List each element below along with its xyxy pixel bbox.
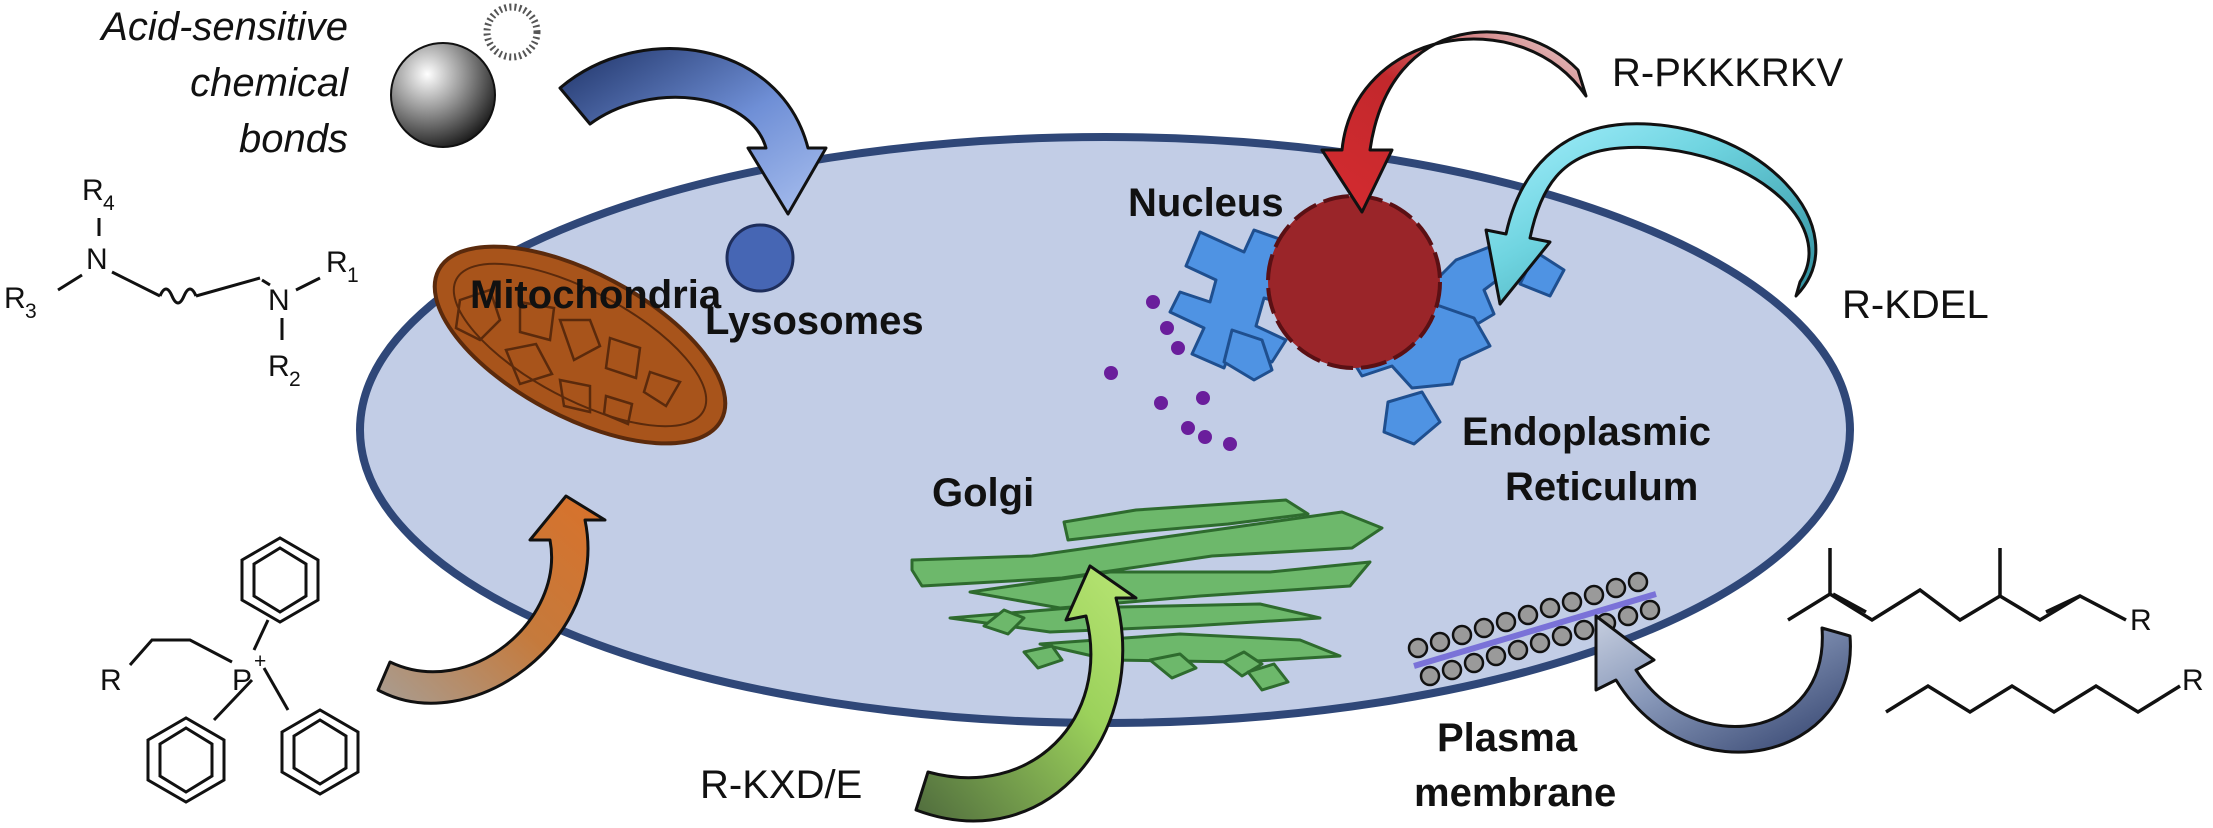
nucleus-label: Nucleus [1128, 181, 1284, 225]
isoprenoid-r-label: R [2130, 604, 2152, 637]
acid-sensitive-label: Acid-sensitive chemical bonds [99, 5, 349, 161]
er-label-line2: Reticulum [1505, 465, 1698, 509]
svg-text:3: 3 [25, 300, 37, 323]
svg-text:R: R [326, 246, 348, 279]
lysosome-arrow-icon [558, 47, 828, 216]
phosphonium-labels: R P + [100, 650, 266, 697]
acid-label-line2: chemical [190, 61, 349, 105]
golgi-arrow-icon [914, 564, 1138, 823]
amine-labels: R 4 N R 3 N R 1 R 2 [4, 174, 359, 391]
svg-text:R: R [82, 174, 104, 207]
svg-text:N: N [268, 284, 290, 317]
svg-text:+: + [254, 650, 266, 673]
golgi-signal-label: R-KXD/E [700, 763, 862, 807]
plasma-membrane-label-line1: Plasma [1437, 716, 1578, 760]
svg-text:2: 2 [289, 368, 301, 391]
acid-label-line1: Acid-sensitive [99, 5, 348, 49]
svg-text:R: R [268, 350, 290, 383]
er-arrow-icon [1484, 122, 1818, 306]
lysosomes-label: Lysosomes [705, 299, 924, 343]
svg-text:P: P [232, 664, 252, 697]
phosphonium-structure [128, 536, 360, 804]
mitochondria-arrow-icon [376, 494, 607, 705]
golgi-label: Golgi [932, 471, 1034, 515]
er-label-line1: Endoplasmic [1462, 410, 1711, 454]
svg-text:R: R [4, 282, 26, 315]
nanoparticle-sphere-icon [390, 42, 496, 148]
liposome-icon [483, 3, 541, 61]
nuclear-signal-label: R-PKKKRKV [1612, 51, 1843, 95]
ribosome-dots [1104, 295, 1237, 451]
mitochondria-organelle [432, 244, 728, 446]
isoprenoid-chain [1787, 548, 2127, 623]
mitochondria-label: Mitochondria [470, 273, 722, 317]
svg-text:N: N [86, 243, 108, 276]
nucleus-organelle [1266, 194, 1442, 370]
er-signal-label: R-KDEL [1842, 283, 1989, 327]
amine-structure [57, 218, 321, 340]
acid-label-line3: bonds [239, 117, 348, 161]
nucleus-arrow-icon [1320, 30, 1588, 214]
alkyl-r-label: R [2182, 664, 2204, 697]
plasma-membrane-label-line2: membrane [1414, 771, 1616, 815]
plasma-membrane-arrow-icon [1594, 614, 1852, 754]
alkyl-chain [1885, 683, 2181, 715]
svg-text:1: 1 [347, 264, 359, 287]
lysosome-organelle [725, 223, 795, 293]
svg-text:4: 4 [103, 192, 115, 215]
svg-text:R: R [100, 664, 122, 697]
